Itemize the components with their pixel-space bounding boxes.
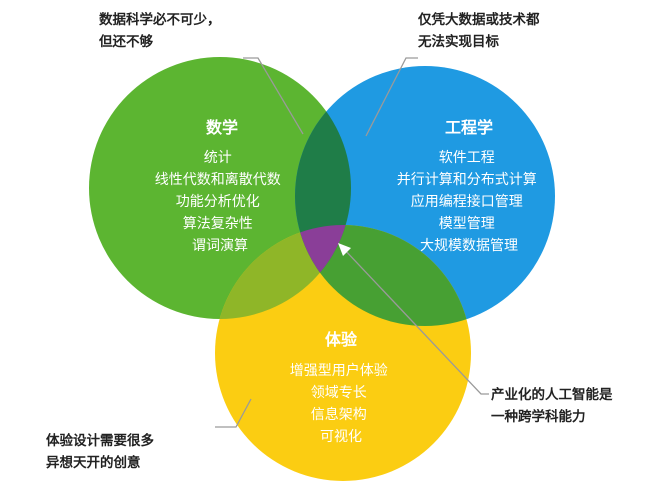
math-item: 谓词演算 [192,238,248,254]
callout-top-right-line-2: 无法实现目标 [417,33,499,50]
leader-line-top-left [243,57,304,135]
callout-top-left-line-2: 但还不够 [98,33,153,50]
experience-title: 体验 [325,330,358,349]
math-item: 线性代数和离散代数 [155,171,281,188]
callout-top-right: 仅凭大数据或技术都 无法实现目标 [417,11,544,50]
leader-line-bottom-right [341,246,489,395]
engineering-item: 大规模数据管理 [420,238,518,254]
engineering-item: 并行计算和分布式计算 [397,172,537,188]
callout-top-left-line-1: 数据科学必不可少， [99,11,221,28]
callout-top-left: 数据科学必不可少， 但还不够 [98,11,225,50]
engineering-item: 软件工程 [439,150,495,166]
math-title: 数学 [206,118,238,137]
math-items: 统计 线性代数和离散代数 功能分析优化 算法复杂性 谓词演算 [155,150,285,254]
callout-bottom-right: 产业化的人工智能是 一种跨学科能力 [491,386,617,425]
math-item: 功能分析优化 [176,194,260,210]
engineering-item: 应用编程接口管理 [411,193,523,210]
callout-top-right-line-1: 仅凭大数据或技术都 [417,11,540,28]
callout-bottom-left: 体验设计需要很多 异想天开的创意 [46,432,159,471]
engineering-title: 工程学 [445,118,493,137]
arrow-head-icon [338,243,351,256]
engineering-item: 模型管理 [439,216,495,232]
experience-item: 领域专长 [311,385,367,401]
callout-bottom-right-line-1: 产业化的人工智能是 [491,386,613,403]
callout-bottom-left-line-2: 异想天开的创意 [46,454,141,471]
callout-bottom-left-line-1: 体验设计需要很多 [46,432,154,449]
math-item: 统计 [204,150,232,166]
math-item: 算法复杂性 [183,215,253,232]
experience-items: 增强型用户体验 领域专长 信息架构 可视化 [290,362,392,445]
leader-line-top-right [365,57,418,137]
math-experience-overlap [215,225,351,319]
callout-bottom-right-line-2: 一种跨学科能力 [491,408,586,425]
experience-item: 增强型用户体验 [290,362,388,379]
experience-item: 可视化 [320,429,362,445]
engineering-experience-overlap [295,225,471,326]
experience-item: 信息架构 [311,406,367,423]
leader-line-bottom-left [215,398,252,428]
engineering-items: 软件工程 并行计算和分布式计算 应用编程接口管理 模型管理 大规模数据管理 [397,150,541,254]
